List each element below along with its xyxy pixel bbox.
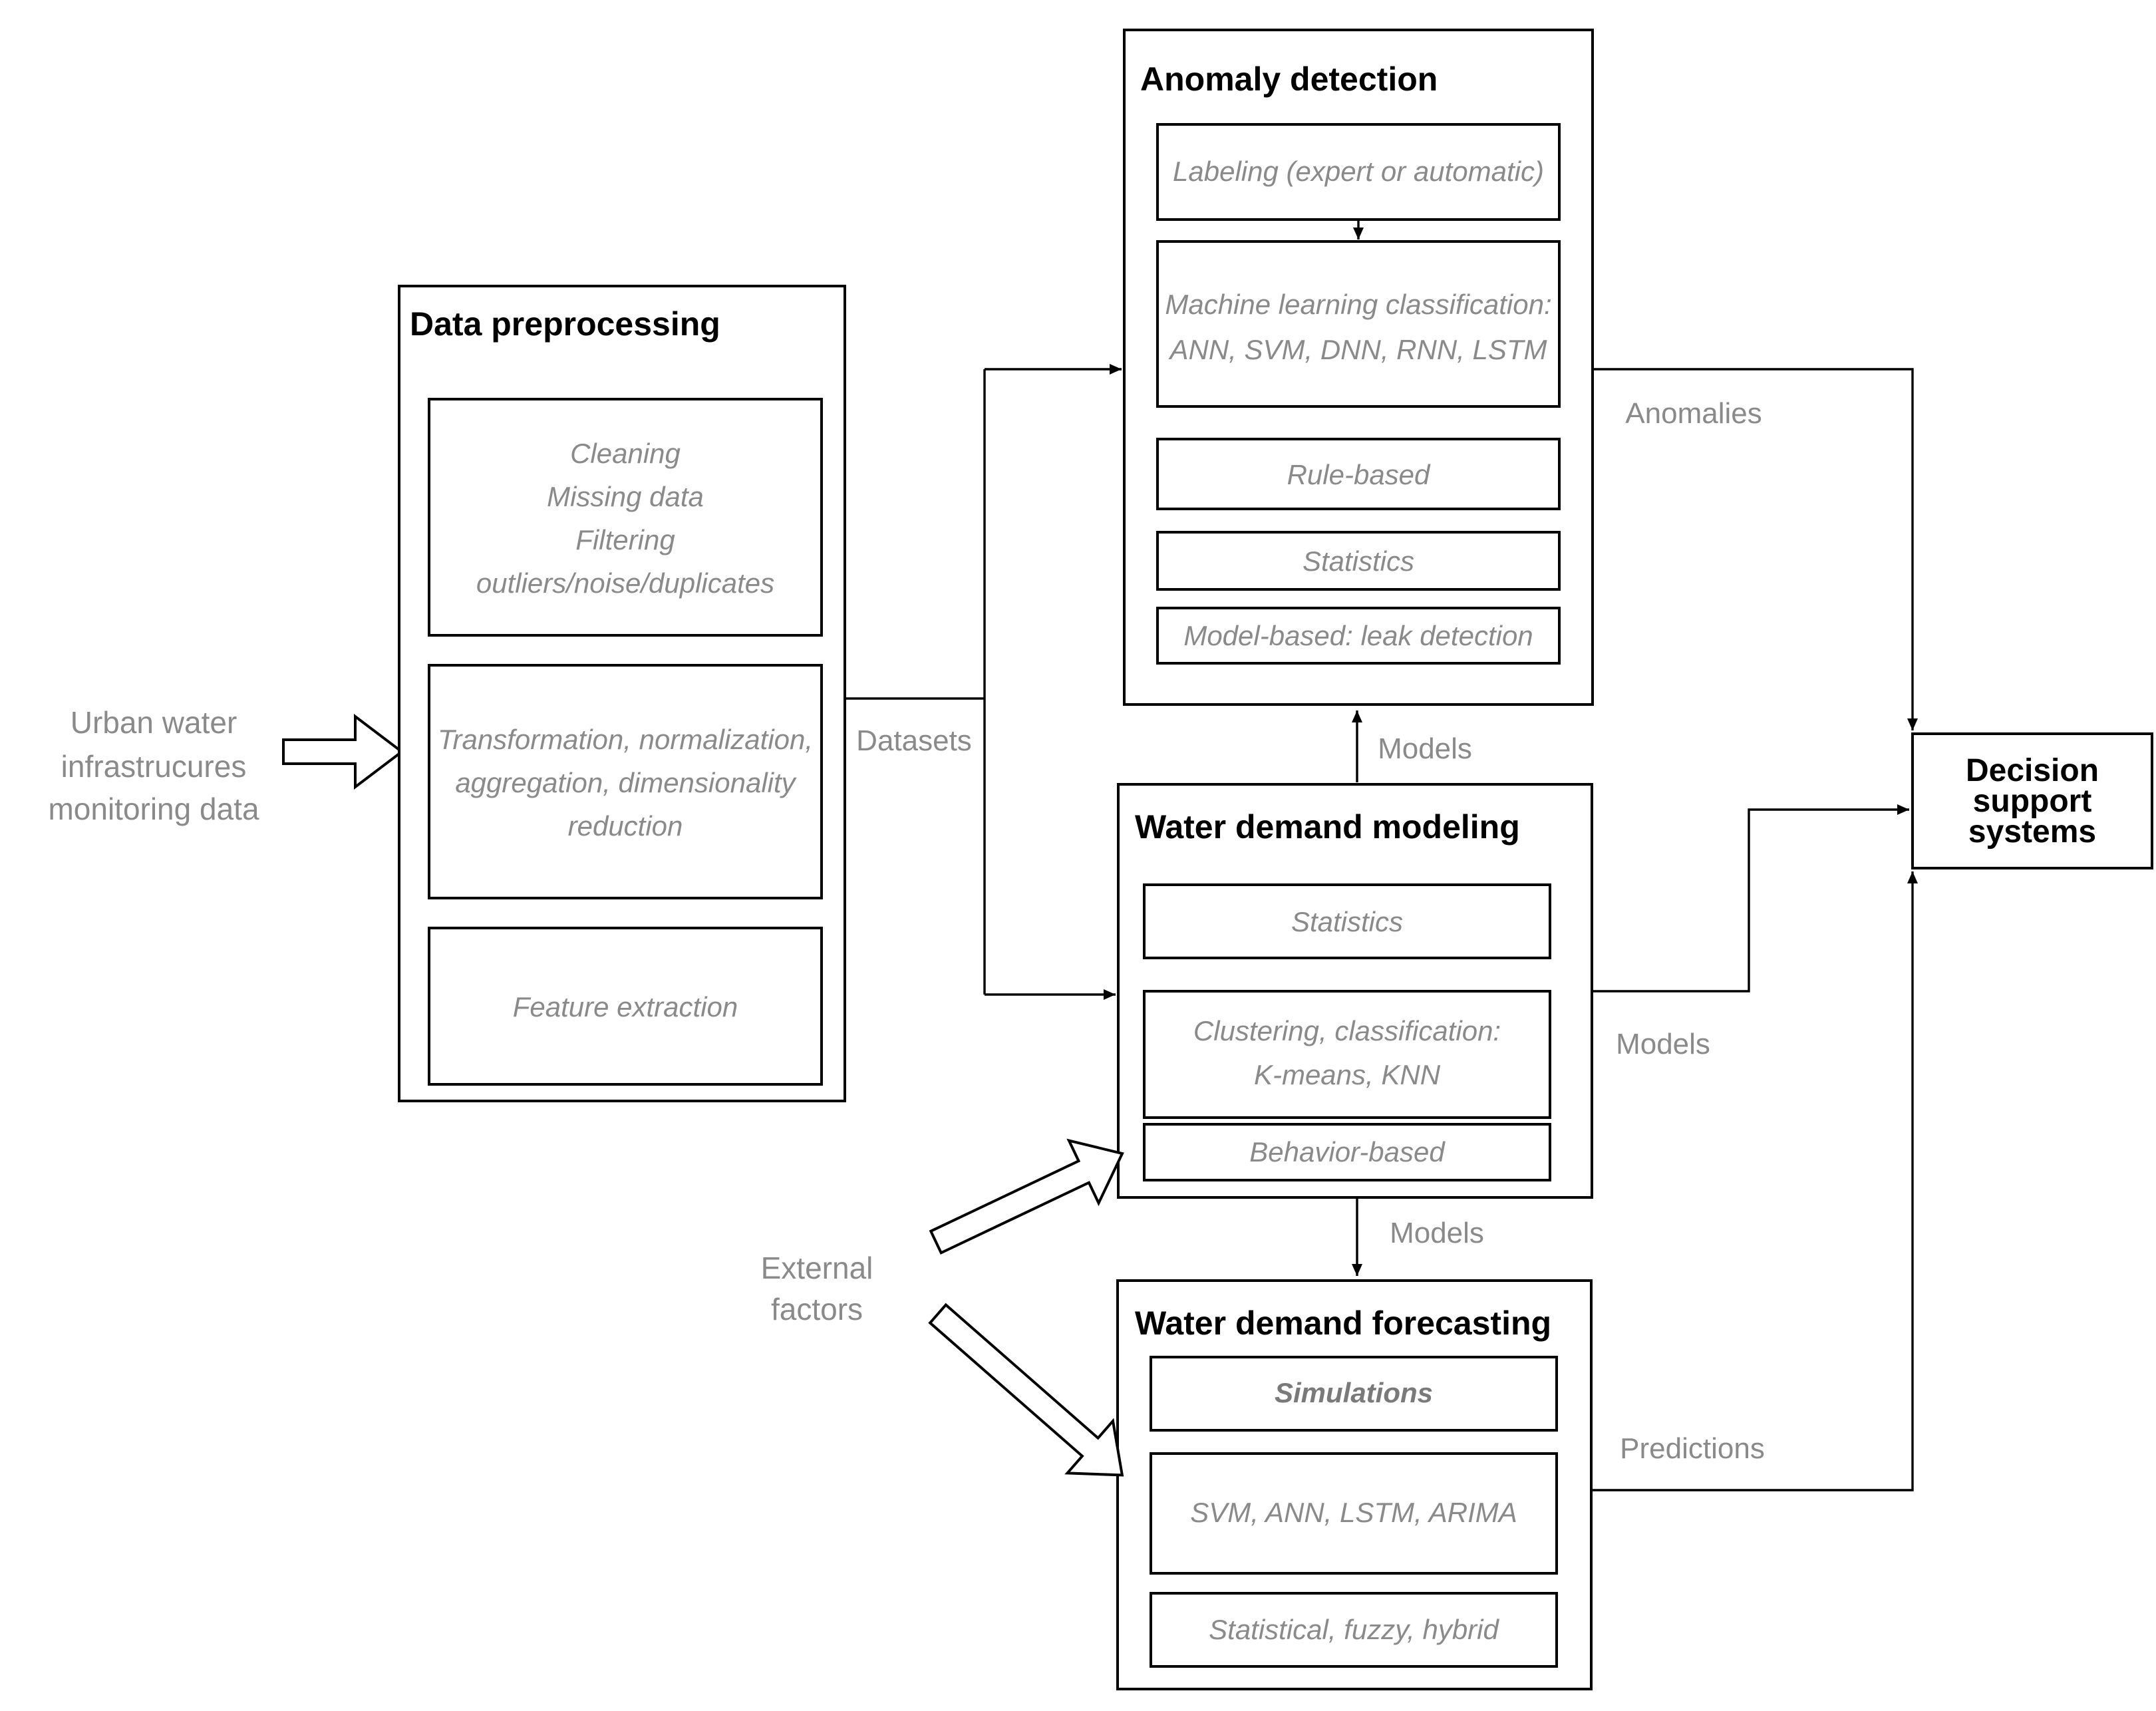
ml-classification-line1: Machine learning classification: [1165, 289, 1551, 320]
dss-outer [1911, 732, 2153, 869]
feature-extraction-line1: Feature extraction [513, 991, 738, 1022]
forecasting-ml-line1: SVM, ANN, LSTM, ARIMA [1190, 1497, 1517, 1528]
cleaning-box [428, 398, 823, 637]
model-based-box [1156, 607, 1561, 665]
anomalies-connector: Anomalies [1593, 368, 1918, 730]
simulations-box [1150, 1356, 1558, 1432]
statistical-fuzzy-line1: Statistical, fuzzy, hybrid [1209, 1614, 1499, 1645]
labeling-line1: Labeling (expert or automatic) [1173, 156, 1544, 187]
modeling-title: Water demand modeling [1135, 808, 1520, 846]
source-label-line3: monitoring data [48, 792, 259, 826]
modeling-statistics-line1: Statistics [1291, 906, 1403, 937]
cleaning-line3: Filtering [575, 524, 675, 555]
transformation-line1: Transformation, normalization, [438, 724, 813, 755]
dss-line3: systems [1968, 814, 2096, 850]
datasets-connector: Datasets [845, 364, 1122, 1000]
rule-based-box [1156, 438, 1561, 510]
external-to-modeling-arrow-icon [929, 1138, 1124, 1255]
source-data-label: Urban water infrastrucures monitoring da… [48, 705, 259, 826]
anomaly-detection-box: Anomaly detection Labeling (expert or au… [1123, 29, 1594, 706]
anomalies-arrow [1593, 368, 1918, 730]
modeling-statistics-box [1143, 883, 1551, 959]
models-to-forecasting-connector: Models [1352, 1197, 1484, 1276]
labeling-box [1156, 123, 1561, 221]
dss-line1: Decision [1966, 753, 2099, 788]
cleaning-line2: Missing data [547, 481, 704, 512]
anomaly-statistics-box [1156, 531, 1561, 591]
external-to-forecasting-arrow-icon [928, 1303, 1124, 1477]
models-right-label: Models [1616, 1028, 1710, 1060]
rule-based-line1: Rule-based [1287, 459, 1431, 490]
clustering-box [1143, 990, 1551, 1119]
external-factors-group: External factors [761, 1138, 1124, 1477]
models-right-arrow [1592, 804, 1909, 993]
anomaly-detection-title: Anomaly detection [1140, 61, 1438, 98]
behavior-based-box [1143, 1123, 1551, 1181]
ml-classification-box [1156, 240, 1561, 408]
anomalies-label: Anomalies [1625, 397, 1762, 430]
models-down-label: Models [1390, 1217, 1484, 1249]
clustering-line1: Clustering, classification: [1193, 1015, 1501, 1046]
source-label-line1: Urban water [71, 705, 237, 740]
transformation-box [428, 664, 823, 899]
cleaning-line1: Cleaning [570, 438, 681, 469]
data-preprocessing-box: Data preprocessing Cleaning Missing data… [398, 285, 846, 1102]
dss-line2: support [1973, 784, 2092, 819]
anomaly-statistics-line1: Statistics [1303, 545, 1414, 577]
water-demand-forecasting-box: Water demand forecasting Simulations SVM… [1116, 1279, 1593, 1690]
transformation-line2: aggregation, dimensionality [455, 767, 797, 798]
predictions-arrow [1591, 871, 1918, 1491]
simulations-line1: Simulations [1275, 1377, 1433, 1408]
water-demand-modeling-box: Water demand modeling Statistics Cluster… [1117, 783, 1593, 1199]
clustering-line2: K-means, KNN [1254, 1059, 1441, 1090]
models-up-label: Models [1378, 732, 1472, 765]
forecasting-title: Water demand forecasting [1135, 1305, 1551, 1342]
cleaning-line4: outliers/noise/duplicates [476, 567, 774, 599]
ml-classification-line2: ANN, SVM, DNN, RNN, LSTM [1167, 334, 1547, 365]
external-factors-line2: factors [771, 1292, 863, 1326]
datasets-label: Datasets [856, 724, 972, 757]
input-data-arrow-icon [282, 713, 404, 790]
behavior-based-line1: Behavior-based [1249, 1136, 1446, 1167]
datasets-trunk-line [845, 369, 986, 995]
models-to-anomaly-connector: Models [1352, 710, 1472, 782]
predictions-connector: Predictions [1591, 871, 1918, 1491]
feature-extraction-box [428, 927, 823, 1086]
external-factors-line1: External [761, 1251, 873, 1285]
forecasting-ml-box [1150, 1452, 1558, 1575]
predictions-label: Predictions [1620, 1432, 1765, 1465]
source-label-line2: infrastrucures [61, 749, 247, 784]
statistical-fuzzy-box [1150, 1592, 1558, 1668]
models-to-dss-connector: Models [1592, 804, 1909, 1060]
data-preprocessing-title: Data preprocessing [410, 305, 720, 343]
transformation-line3: reduction [568, 810, 683, 842]
decision-support-systems-box: Decision support systems [1911, 732, 2153, 869]
model-based-line1: Model-based: leak detection [1183, 620, 1533, 651]
